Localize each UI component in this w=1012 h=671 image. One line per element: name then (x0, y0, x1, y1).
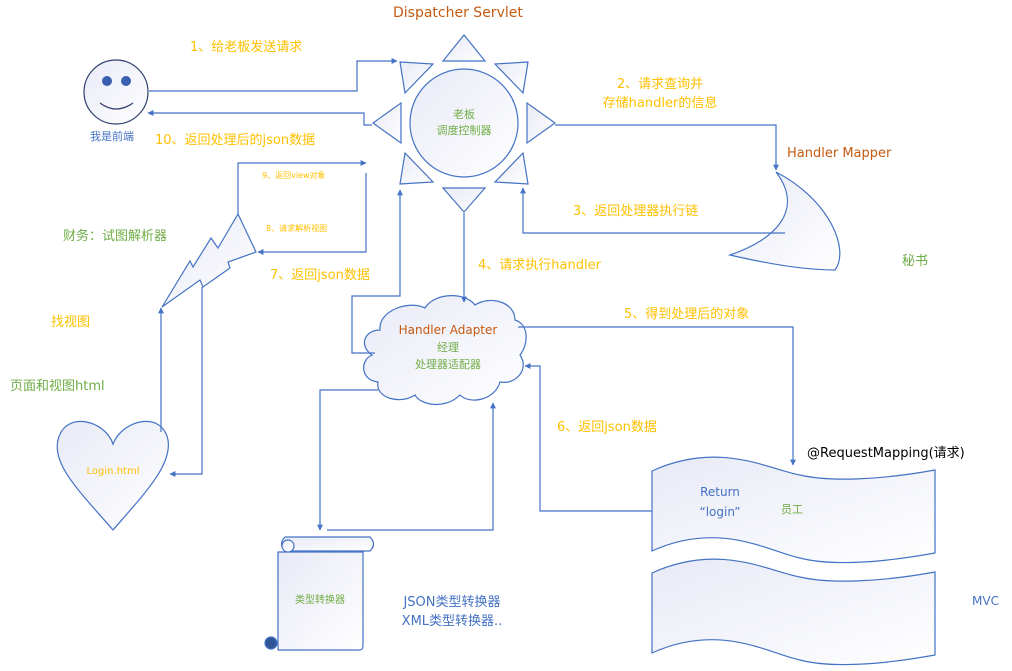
find-view-label: 找视图 (51, 315, 91, 330)
arrow-step-7 (351, 189, 403, 354)
mvc-label: MVC (972, 594, 999, 608)
arrow-step-6 (524, 363, 652, 512)
arrow-step-8 (257, 173, 367, 255)
step-9-label: 9、返回view对象 (262, 171, 326, 180)
sun-shape-icon (371, 34, 557, 213)
smiley-face-icon (83, 59, 149, 125)
handler-adapter-role-line1: 经理 (437, 341, 459, 354)
arrow-converter-to-adapter (327, 402, 496, 531)
view-page-caption: 页面和视图html (10, 379, 105, 394)
step-2-label-line1: 2、请求查询并 (616, 77, 704, 92)
heart-shape-icon (56, 420, 169, 531)
arrow-resolver-to-heart (169, 287, 203, 477)
step-6-label: 6、返回json数据 (557, 420, 657, 435)
step-1-label: 1、给老板发送请求 (190, 40, 303, 55)
converter-label: 类型转换器 (295, 595, 345, 606)
controller-role: 员工 (781, 503, 803, 516)
wave-banner-icon (651, 558, 936, 666)
step-7-label: 7、返回json数据 (270, 268, 370, 283)
step-10-label: 10、返回处理后的json数据 (155, 133, 316, 148)
frontend-label: 我是前端 (90, 130, 134, 143)
controller-return-line2: “login” (699, 505, 741, 519)
moon-shape-icon (727, 171, 841, 271)
wave-banner-icon (651, 456, 936, 564)
arrow-adapter-to-converter (317, 389, 378, 531)
step-2-label-line2: 存储handler的信息 (602, 96, 718, 111)
view-page-label: Login.html (86, 466, 140, 477)
dispatcher-role-line2: 调度控制器 (436, 124, 492, 137)
scroll-shape-icon (264, 536, 375, 651)
arrow-step-5 (518, 326, 796, 466)
view-resolver-role: 财务：试图解析器 (63, 229, 168, 244)
arrow-step-1 (149, 58, 398, 92)
arrow-step-2 (555, 124, 779, 171)
lightning-bolt-icon (161, 212, 257, 308)
request-mapping-annotation: @RequestMapping(请求) (807, 446, 965, 461)
step-3-label: 3、返回处理器执行链 (573, 204, 699, 219)
dispatcher-title: Dispatcher Servlet (393, 5, 523, 21)
arrow-step-3 (520, 187, 785, 234)
controller-return-line1: Return (700, 485, 740, 499)
cloud-shape-icon (363, 295, 527, 405)
arrow-step-9 (237, 160, 367, 214)
converter-note-line1: JSON类型转换器 (403, 595, 501, 610)
step-4-label: 4、请求执行handler (478, 258, 601, 273)
arrow-step-10 (147, 110, 372, 126)
handler-adapter-role-line2: 处理器适配器 (415, 358, 481, 371)
step-5-label: 5、得到处理后的对象 (624, 307, 750, 322)
handler-mapper-title: Handler Mapper (787, 146, 892, 161)
dispatcher-role-line1: 老板 (453, 108, 475, 121)
converter-note-line2: XML类型转换器.. (401, 614, 503, 629)
step-8-label: 8、请求解析视图 (266, 224, 328, 233)
handler-mapper-role: 秘书 (902, 254, 929, 269)
handler-adapter-title: Handler Adapter (398, 323, 498, 337)
